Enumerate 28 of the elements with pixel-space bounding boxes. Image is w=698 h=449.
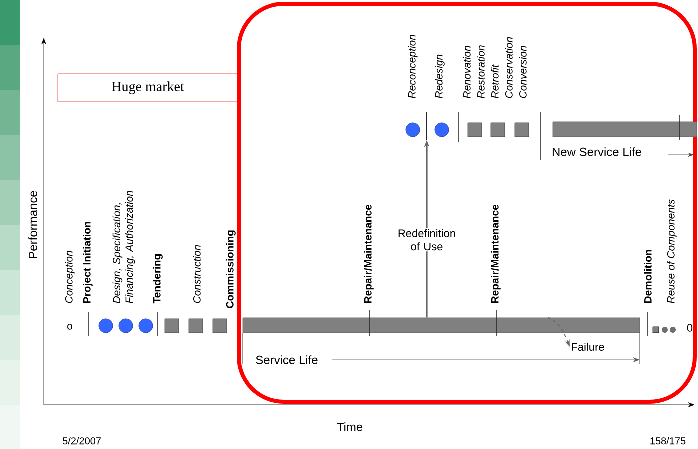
- phase-label: Retrofit: [491, 64, 499, 98]
- level-label: 0: [687, 324, 693, 332]
- phase-label: Conception: [65, 251, 75, 304]
- milestone-label: Repair/Maintenance: [491, 204, 501, 304]
- callout-box: Huge market: [58, 74, 238, 102]
- phase-label: Construction: [193, 245, 201, 304]
- footer-date: 5/2/2007: [62, 437, 101, 445]
- phase-label: Renovation: [463, 46, 471, 98]
- edge-label: Redefinition of Use: [395, 228, 459, 252]
- failure-label: Failure: [572, 342, 604, 352]
- axis-label: Performance: [28, 191, 38, 258]
- highlight-frame: [237, 2, 697, 404]
- page-number: 158/175: [650, 437, 686, 445]
- milestone-label: Demolition: [644, 250, 652, 304]
- dimension-label: Service Life: [254, 354, 320, 366]
- milestone-label: Tendering: [153, 254, 163, 304]
- service-life-bar: [242, 318, 640, 334]
- service-life-bar: [552, 122, 698, 138]
- phase-label: Reuse of Components: [667, 200, 677, 304]
- milestone-label: Repair/Maintenance: [364, 204, 374, 304]
- phase-label: Redesign: [435, 54, 445, 98]
- axis-label: Time: [337, 422, 363, 432]
- phase-label: Design, Specification, Financing, Authorization: [112, 191, 136, 304]
- milestone-label: Project Initiation: [83, 222, 93, 304]
- phase-label: Conservation: [505, 37, 513, 98]
- phase-label: Restoration: [477, 46, 485, 98]
- milestone-line: [426, 112, 428, 140]
- level-label: o: [68, 324, 72, 330]
